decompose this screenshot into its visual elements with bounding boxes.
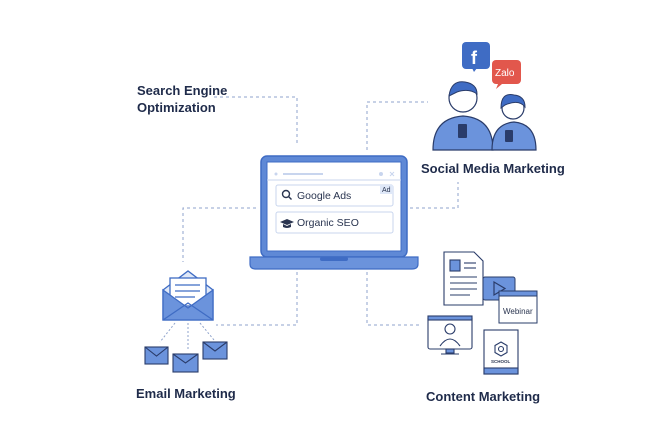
result-text: Organic SEO — [297, 217, 359, 229]
search-icon — [281, 189, 292, 200]
connector-email — [182, 207, 256, 262]
webinar-window: Webinar — [498, 290, 538, 324]
monitor-user-icon — [427, 315, 473, 355]
label-seo: Search Engine Optimization — [137, 82, 227, 116]
document-icon — [443, 251, 484, 306]
connector-seo — [214, 96, 298, 146]
search-result-google-ads[interactable]: Google Ads Ad — [275, 184, 394, 207]
connector-email-2 — [216, 272, 298, 326]
envelope-icon — [202, 341, 228, 360]
label-email: Email Marketing — [136, 386, 236, 401]
content-illustration: Webinar SCHOOL — [427, 251, 538, 375]
result-text: Google Ads — [297, 190, 351, 202]
ad-badge: Ad — [382, 187, 391, 194]
graduation-cap-icon — [280, 219, 294, 228]
woman-figure — [491, 121, 537, 151]
svg-text:SCHOOL: SCHOOL — [491, 359, 511, 364]
label-content: Content Marketing — [426, 389, 541, 404]
svg-text:f: f — [471, 48, 478, 68]
zalo-icon — [492, 60, 521, 84]
svg-text:Zalo: Zalo — [495, 68, 515, 79]
facebook-icon — [462, 42, 490, 69]
connector-social-2 — [410, 182, 459, 209]
label-seo-line2: Optimization — [137, 100, 216, 115]
book-icon: SCHOOL — [483, 329, 519, 375]
envelope-icon — [172, 353, 199, 373]
open-envelope-icon — [162, 270, 214, 321]
email-illustration — [144, 270, 228, 373]
social-media-illustration: f Zalo — [432, 42, 537, 151]
label-social: Social Media Marketing — [421, 161, 565, 176]
connector-content — [366, 272, 422, 326]
connector-lines — [182, 96, 459, 326]
connector-social — [366, 101, 428, 150]
label-seo-line1: Search Engine — [137, 83, 228, 98]
search-result-organic-seo[interactable]: Organic SEO — [275, 211, 394, 234]
svg-text:Webinar: Webinar — [503, 307, 533, 316]
envelope-icon — [144, 346, 169, 365]
